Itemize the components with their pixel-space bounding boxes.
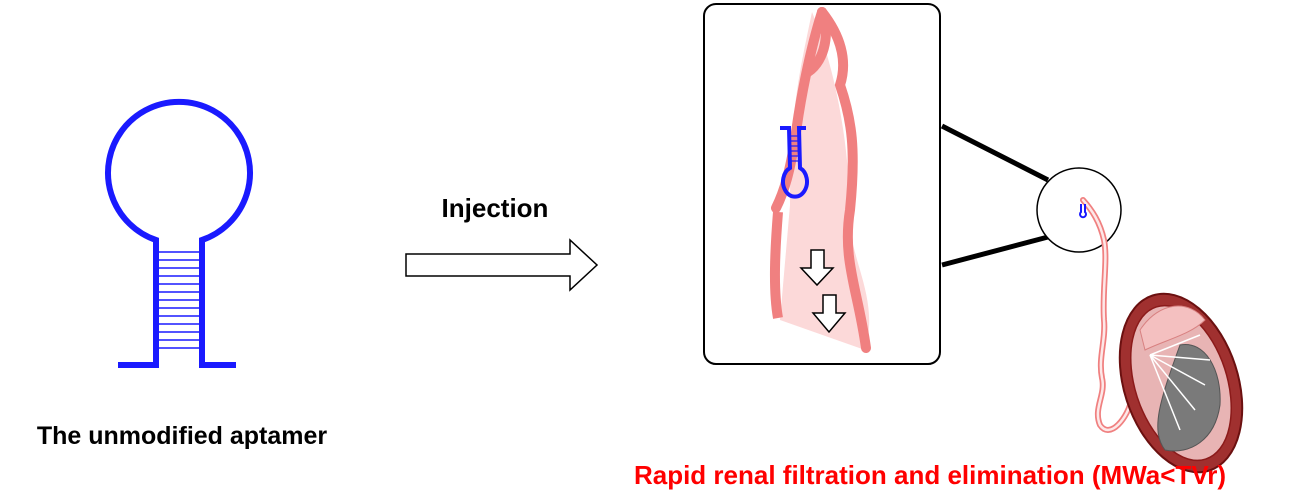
- aptamer-hairpin: [105, 98, 253, 368]
- zoom-connector-bottom: [941, 234, 1049, 268]
- aptamer-caption: The unmodified aptamer: [36, 422, 328, 450]
- kidney-vessels: [1149, 334, 1211, 431]
- aptamer-in-vessel: [780, 126, 809, 199]
- tiny-aptamer: [1079, 204, 1087, 219]
- aptamer-loop-and-stem: [105, 98, 253, 368]
- outline-arrow-down-icon: [811, 294, 847, 334]
- magnifier-circle: [1036, 167, 1122, 253]
- vessel-wall-left-lower: [769, 211, 783, 319]
- renal-filtration-caption: Rapid renal filtration and elimination (…: [633, 460, 1227, 490]
- kidney: [1118, 292, 1244, 474]
- outline-arrow-right-icon: [405, 238, 599, 292]
- vessel-hook-tip: [803, 7, 831, 77]
- blood-vessel: [769, 7, 871, 353]
- kidney-pelvis: [1157, 344, 1221, 452]
- aptamer-base-pairs: [159, 251, 199, 349]
- injection-label: Injection: [441, 193, 549, 223]
- outline-arrow-down-icon: [799, 249, 835, 287]
- zoom-connector-top: [940, 123, 1050, 183]
- vessel-wall-right: [817, 7, 871, 353]
- kidney-cortex-pink: [1139, 305, 1206, 351]
